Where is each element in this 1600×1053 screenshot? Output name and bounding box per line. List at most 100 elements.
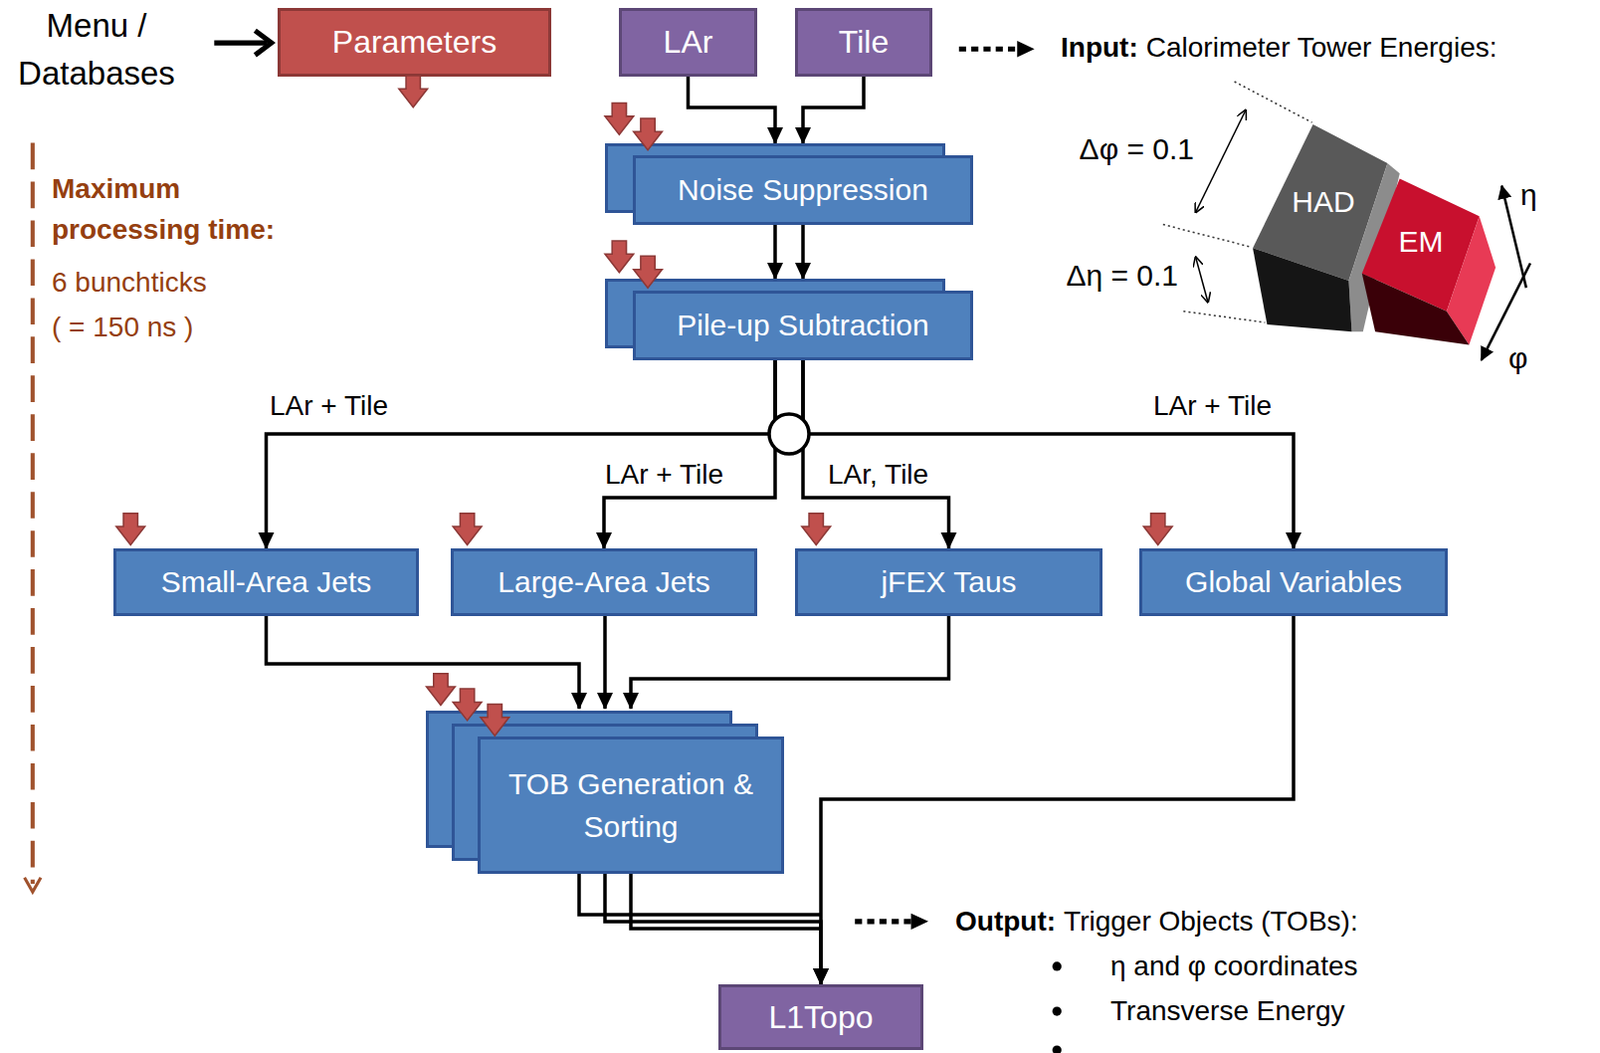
output-box: L1Topo <box>718 984 924 1050</box>
annotation-label: η and φ coordinates <box>1110 946 1359 988</box>
parameter-arrow <box>480 703 510 736</box>
parameter-arrow <box>426 673 456 706</box>
annotation-label: η <box>1520 173 1538 217</box>
connector <box>802 360 950 549</box>
edge-label: LAr + Tile <box>266 388 392 424</box>
annotation-label: Calorimeter Tower Energies: <box>1146 27 1498 69</box>
annotation-label: ( = 150 ns ) <box>51 307 194 349</box>
algorithm-box: Small-Area Jets <box>113 548 419 616</box>
parameter-box: Parameters <box>277 7 552 77</box>
bus-line <box>773 224 778 279</box>
annotation-label: Input: <box>1060 27 1139 69</box>
input-arrowhead <box>1016 40 1034 57</box>
parameter-arrow <box>1143 513 1173 546</box>
annotation-label: Transverse Energy <box>1110 991 1346 1032</box>
annotation-label: Output: <box>955 901 1056 943</box>
input-arrow <box>959 46 1018 52</box>
output-arrowhead <box>911 913 929 930</box>
box-face: Noise Suppression <box>632 155 974 225</box>
node-text: Tile <box>838 18 889 65</box>
node-text: jFEX Taus <box>880 560 1016 604</box>
connector <box>688 76 777 144</box>
node-text: Large-Area Jets <box>497 560 710 604</box>
connector <box>604 860 821 985</box>
connector <box>266 615 581 709</box>
parameter-arrow <box>604 103 634 136</box>
cube-label: EM <box>1395 219 1448 264</box>
stacked-box <box>451 723 759 861</box>
edge-label: LAr, Tile <box>824 456 932 493</box>
box-face: Small-Area Jets <box>113 548 419 616</box>
parameter-arrow <box>399 75 428 108</box>
algorithm-box: jFEX Taus <box>795 548 1103 616</box>
algorithm-box: Global Variables <box>1139 548 1448 616</box>
process-box: Pile-up Subtraction <box>632 290 974 361</box>
stacked-box <box>604 278 946 349</box>
annotation-label: φ <box>1508 336 1528 381</box>
bullet <box>1052 961 1062 971</box>
annotation-label: 6 bunchticks <box>51 262 207 304</box>
connector <box>602 615 607 709</box>
parameter-arrow <box>633 255 663 288</box>
node-text: TOB Generation & Sorting <box>492 762 770 849</box>
edge-label: LAr + Tile <box>601 456 727 493</box>
detector-box: LAr <box>618 7 758 77</box>
process-box: Noise Suppression <box>632 155 974 225</box>
junction-circle <box>769 413 809 454</box>
had-bottom <box>1252 247 1352 332</box>
bus-line <box>579 847 821 915</box>
node-text: Global Variables <box>1185 560 1402 604</box>
detector-box: Tile <box>795 7 933 77</box>
bullet <box>1052 1044 1062 1053</box>
annotation-label: Maximum processing time: <box>51 169 331 250</box>
parameter-arrow <box>604 240 634 273</box>
label-holder: HAD <box>1287 180 1359 224</box>
algorithm-box: Large-Area Jets <box>450 548 758 616</box>
reference-line <box>1163 224 1251 248</box>
box-face: L1Topo <box>718 984 924 1050</box>
annotation-label: Δφ = 0.1 <box>1079 127 1195 172</box>
parameter-arrow <box>116 513 146 546</box>
edge-label: LAr + Tile <box>1150 388 1275 424</box>
connector <box>603 360 776 549</box>
node-text: L1Topo <box>769 994 874 1040</box>
box-face: TOB Generation & Sorting <box>477 736 785 874</box>
annotation-label: Menu / Databases <box>0 1 197 98</box>
connectors <box>266 76 1295 985</box>
process-box: TOB Generation & Sorting <box>477 736 785 874</box>
parameter-arrow <box>633 118 663 151</box>
box-face: LAr <box>618 7 758 77</box>
node-text: Small-Area Jets <box>161 560 373 604</box>
reference-line <box>1234 81 1313 123</box>
cube-label: HAD <box>1287 180 1359 224</box>
box-face: Tile <box>795 7 933 77</box>
reference-line <box>1183 311 1265 323</box>
box-face: Large-Area Jets <box>450 548 758 616</box>
dimension-arrow <box>1196 256 1208 302</box>
stacked-box <box>604 143 946 213</box>
parameter-arrow <box>452 688 482 721</box>
box-face: jFEX Taus <box>795 548 1103 616</box>
node-text: HAD <box>1287 180 1359 224</box>
dimension-arrow <box>1196 110 1246 213</box>
node-text: Parameters <box>332 18 497 65</box>
connector <box>800 224 805 279</box>
box-face: Parameters <box>277 7 552 77</box>
parameter-arrow <box>452 513 482 546</box>
connector <box>820 615 1294 985</box>
connector <box>802 76 864 144</box>
connector <box>266 360 777 549</box>
node-text: EM <box>1395 219 1448 264</box>
stacked-box <box>425 710 733 848</box>
eta-axis <box>1501 186 1527 289</box>
time-arrowhead <box>24 877 41 892</box>
label-holder: EM <box>1395 219 1448 264</box>
output-arrow <box>854 918 911 924</box>
bullet <box>1052 1005 1062 1015</box>
annotation-label: Trigger Objects (TOBs): <box>1063 901 1359 943</box>
